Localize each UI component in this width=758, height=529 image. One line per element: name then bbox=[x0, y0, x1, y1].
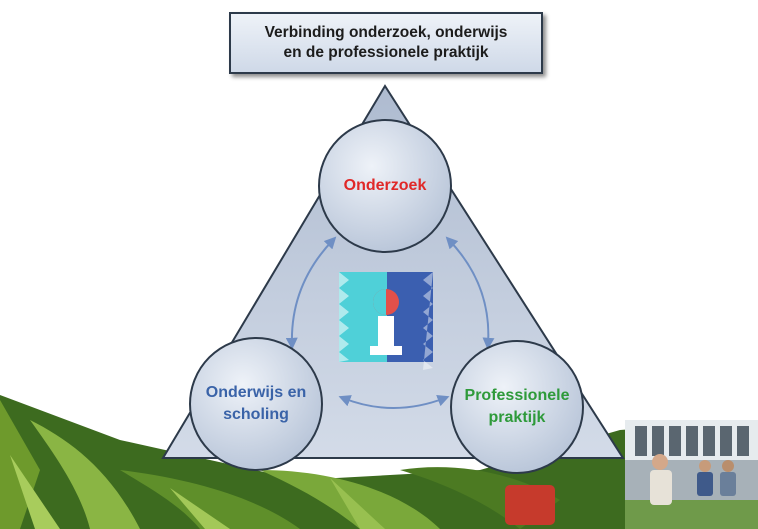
diagram-title: Verbinding onderzoek, onderwijs en de pr… bbox=[229, 12, 543, 74]
node-circle-onderzoek bbox=[318, 119, 452, 253]
campus-students-photo bbox=[505, 420, 758, 529]
praktijk-label-line-1: Professionele bbox=[464, 387, 570, 404]
title-line-1: Verbinding onderzoek, onderwijs bbox=[264, 24, 508, 41]
arrow-bottom bbox=[338, 394, 450, 409]
arrow-top-right bbox=[445, 236, 495, 350]
chess-pawn-logo bbox=[339, 272, 433, 370]
node-label-onderzoek: Onderzoek bbox=[319, 175, 451, 197]
onderwijs-label-line-2: scholing bbox=[223, 406, 289, 423]
arrow-top-left bbox=[285, 236, 337, 350]
connection-arrows bbox=[285, 236, 495, 409]
title-line-2: en de professionele praktijk bbox=[283, 44, 489, 61]
praktijk-label-line-2: praktijk bbox=[488, 409, 546, 426]
node-circle-onderwijs bbox=[189, 337, 323, 471]
onderzoek-label: Onderzoek bbox=[343, 177, 427, 194]
onderwijs-label-line-1: Onderwijs en bbox=[205, 384, 307, 401]
node-label-onderwijs: Onderwijs en scholing bbox=[190, 382, 322, 426]
node-circle-praktijk bbox=[450, 340, 584, 474]
node-label-praktijk: Professionele praktijk bbox=[451, 385, 583, 429]
